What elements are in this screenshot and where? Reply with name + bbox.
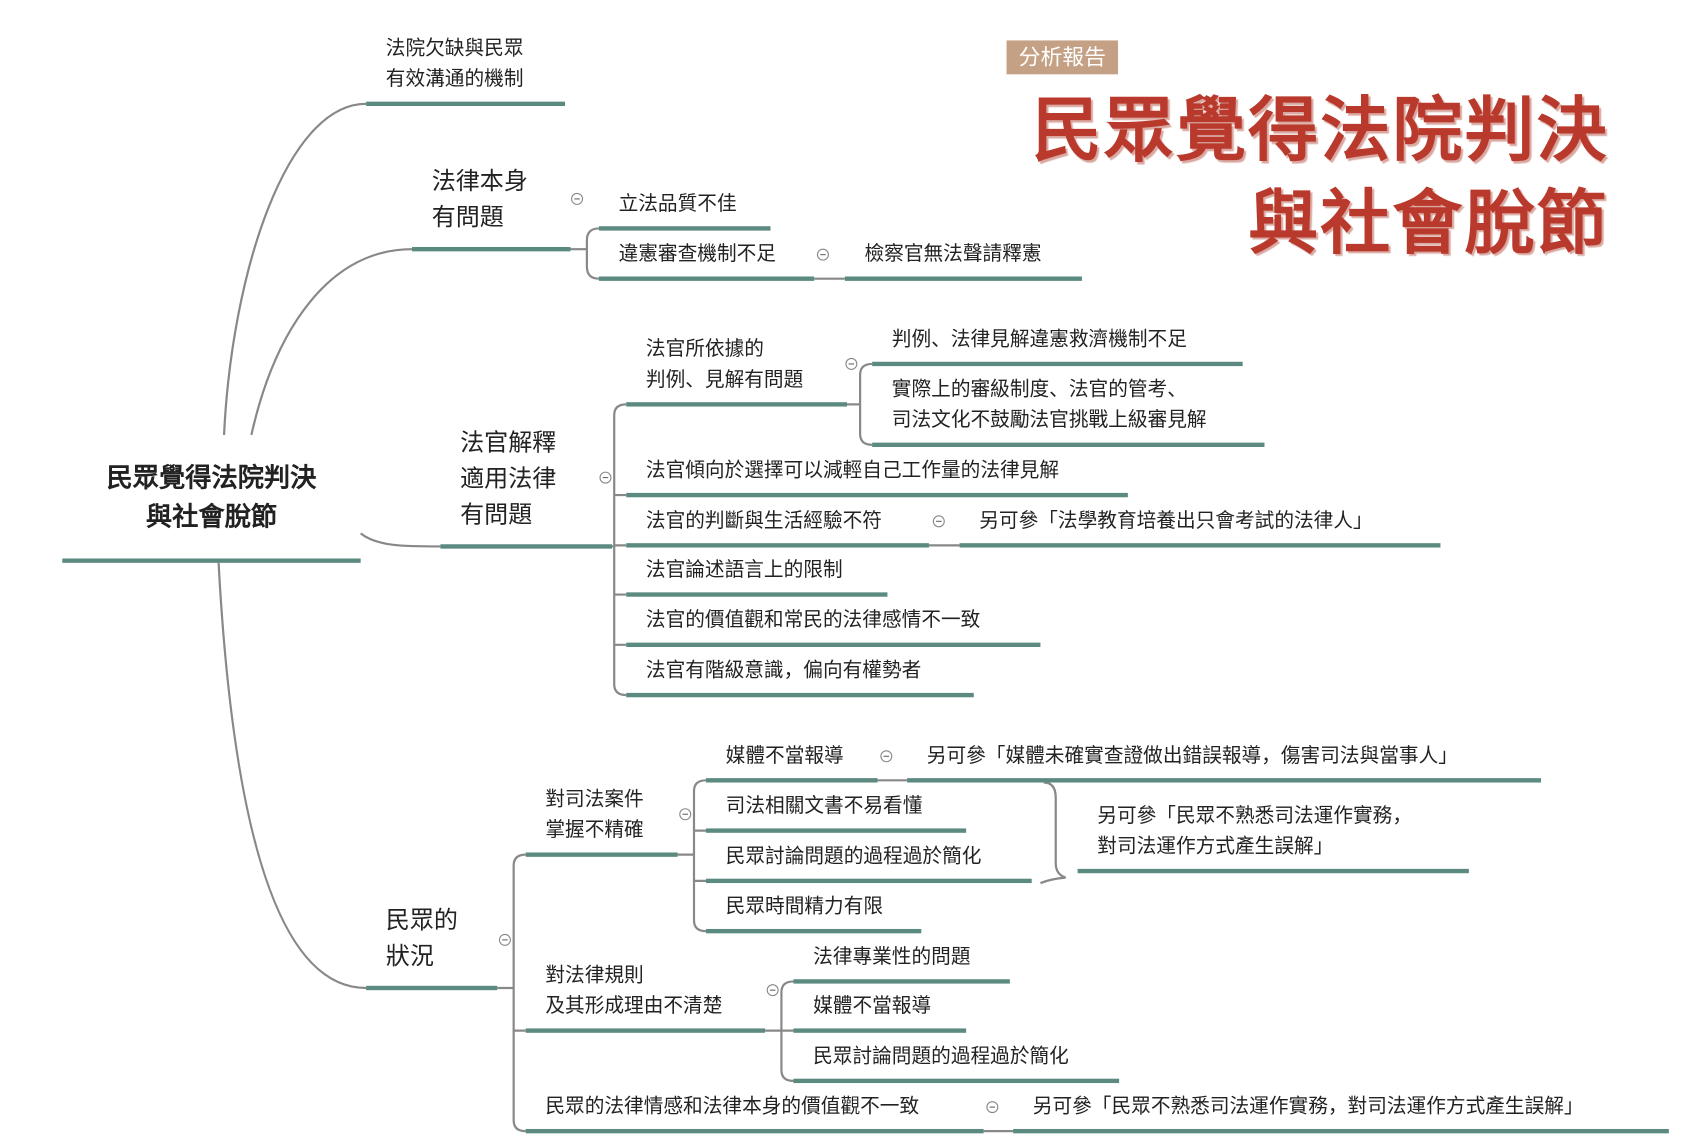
root-line: 與社會脫節 — [145, 501, 278, 533]
node-line: 有問題 — [460, 501, 533, 529]
link-rules-children — [765, 980, 1014, 1133]
node-simplified-2[interactable]: 民眾討論問題的過程過於簡化 — [793, 1042, 1120, 1084]
node-line: 對司法案件 — [545, 787, 644, 811]
node-line: 有效溝通的機制 — [385, 67, 524, 91]
collapse-icon[interactable] — [571, 192, 584, 205]
collapse-icon[interactable] — [816, 248, 829, 261]
collapse-icon[interactable] — [932, 515, 945, 528]
node-professional[interactable]: 法律專業性的問題 — [793, 942, 1010, 984]
link-root-public — [217, 562, 367, 990]
node-legislation-quality[interactable]: 立法品質不佳 — [598, 189, 771, 231]
node-media-note[interactable]: 另可參「媒體未確實查證做出錯誤報導，傷害司法與當事人」 — [907, 741, 1541, 783]
node-line: 法官所依據的 — [645, 337, 764, 361]
node-media-2[interactable]: 媒體不當報導 — [793, 991, 967, 1033]
node-law-itself[interactable]: 法律本身 有問題 — [412, 164, 571, 252]
link-law-children — [570, 227, 845, 280]
node-line: 對法律規則 — [545, 963, 644, 987]
link-cases-children — [677, 779, 908, 933]
node-judge-interpretation[interactable]: 法官解釋 適用法律 有問題 — [440, 425, 613, 549]
node-class[interactable]: 法官有階級意識，偏向有權勢者 — [626, 656, 974, 698]
node-documents[interactable]: 司法相關文書不易看懂 — [706, 791, 967, 833]
node-precedent-remedy[interactable]: 判例、法律見解違憲救濟機制不足 — [872, 325, 1243, 367]
node-language[interactable]: 法官論述語言上的限制 — [626, 555, 888, 597]
collapse-icon[interactable] — [599, 471, 612, 484]
node-line: 適用法律 — [460, 465, 557, 493]
node-line: 法律本身 — [431, 168, 528, 196]
node-experience-note[interactable]: 另可參「法學教育培養出只會考試的法律人」 — [959, 506, 1441, 548]
node-constitutional-review[interactable]: 違憲審查機制不足 — [598, 239, 815, 281]
node-media[interactable]: 媒體不當報導 — [706, 741, 878, 783]
collapse-icon[interactable] — [498, 933, 511, 946]
link-precedent-children — [846, 362, 873, 446]
collapse-icon[interactable] — [880, 750, 893, 763]
node-line: 法官解釋 — [460, 429, 557, 457]
node-line: 判例、見解有問題 — [645, 368, 804, 392]
node-time[interactable]: 民眾時間精力有限 — [706, 892, 922, 934]
collapse-icon[interactable] — [679, 808, 692, 821]
root-line: 民眾覺得法院判決 — [106, 462, 317, 493]
node-line: 法院欠缺與民眾 — [385, 37, 524, 61]
link-root-judge — [359, 532, 441, 548]
link-judge-children — [612, 403, 960, 697]
node-rules[interactable]: 對法律規則 及其形成理由不清楚 — [525, 961, 766, 1033]
node-emotion-note[interactable]: 另可參「民眾不熟悉司法運作實務，對司法運作方式產生誤解」 — [1013, 1092, 1669, 1134]
node-values[interactable]: 法官的價值觀和常民的法律感情不一致 — [626, 605, 1041, 647]
node-communication[interactable]: 法院欠缺與民眾 有效溝通的機制 — [366, 34, 566, 107]
node-simplified[interactable]: 民眾討論問題的過程過於簡化 — [706, 842, 1032, 884]
node-line: 狀況 — [385, 943, 434, 971]
node-line: 另可參「民眾不熟悉司法運作實務， — [1097, 804, 1413, 828]
collapse-icon[interactable] — [766, 984, 779, 997]
node-line: 掌握不精確 — [545, 818, 644, 842]
node-hierarchy-culture[interactable]: 實際上的審級制度、法官的管考、 司法文化不鼓勵法官挑戰上級審見解 — [872, 375, 1265, 447]
root-node[interactable]: 民眾覺得法院判決 與社會脫節 — [62, 458, 361, 563]
node-line: 實際上的審級制度、法官的管考、 — [891, 378, 1187, 402]
node-experience[interactable]: 法官的判斷與生活經驗不符 — [626, 506, 929, 548]
node-line: 有問題 — [431, 204, 504, 232]
collapse-icon[interactable] — [986, 1101, 999, 1114]
node-line: 及其形成理由不清楚 — [545, 994, 723, 1018]
page-title-line1: 民眾覺得法院判決 — [1031, 89, 1609, 172]
node-prosecutor-note[interactable]: 檢察官無法聲請釋憲 — [844, 239, 1082, 281]
brace — [1040, 781, 1066, 885]
node-line: 司法文化不鼓勵法官挑戰上級審見解 — [891, 408, 1207, 432]
page-title-line2: 與社會脫節 — [1248, 182, 1609, 265]
node-precedent[interactable]: 法官所依據的 判例、見解有問題 — [626, 334, 847, 407]
node-line: 民眾的 — [385, 907, 458, 935]
collapse-icon[interactable] — [845, 357, 858, 370]
node-emotion[interactable]: 民眾的法律情感和法律本身的價值觀不一致 — [525, 1092, 984, 1134]
node-workload[interactable]: 法官傾向於選擇可以減輕自己工作量的法律見解 — [626, 456, 1128, 498]
node-cases[interactable]: 對司法案件 掌握不精確 — [525, 785, 678, 857]
link-root-law — [250, 248, 413, 436]
analysis-report-badge: 分析報告 — [1006, 40, 1119, 75]
node-brace-note[interactable]: 另可參「民眾不熟悉司法運作實務， 對司法運作方式產生誤解」 — [1077, 801, 1469, 874]
link-public-children — [497, 853, 526, 1133]
node-line: 對司法運作方式產生誤解」 — [1097, 834, 1334, 858]
link-root-communication — [222, 102, 367, 436]
node-public[interactable]: 民眾的 狀況 — [366, 903, 498, 991]
